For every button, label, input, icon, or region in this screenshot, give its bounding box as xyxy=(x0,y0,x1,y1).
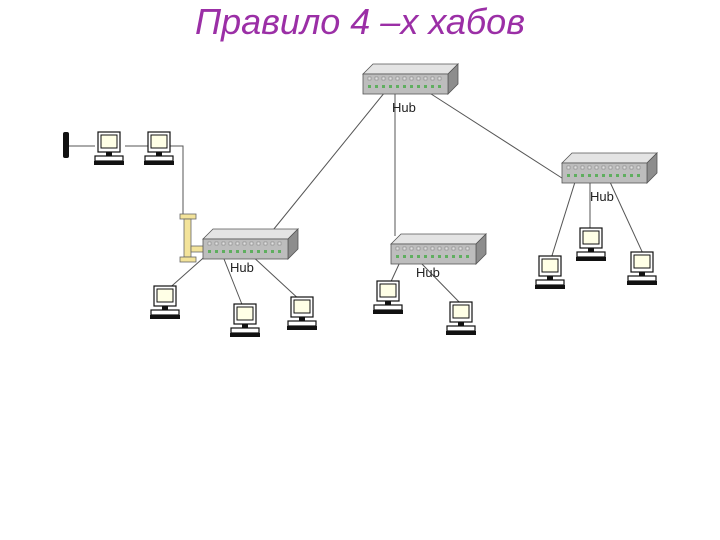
computer-icon xyxy=(372,280,404,315)
cable-left-hub-pc-a xyxy=(164,251,211,293)
cable-right-hub-pc-a xyxy=(549,181,576,263)
hub-icon xyxy=(390,233,487,265)
cable-middle-hub-pc-b xyxy=(419,261,466,309)
computer-icon xyxy=(149,285,181,320)
coax-terminator-icon xyxy=(63,132,69,158)
computer-icon xyxy=(575,227,607,262)
thin-coax-cable xyxy=(125,145,184,215)
computer-icon xyxy=(286,296,318,331)
computer-icon xyxy=(534,255,566,290)
hub-icon xyxy=(202,228,299,260)
computer-icon xyxy=(143,131,175,166)
hub-label: Hub xyxy=(230,260,254,275)
computer-icon xyxy=(626,251,658,286)
computer-icon xyxy=(229,303,261,338)
cable-left-hub-pc-b xyxy=(221,253,246,313)
cables xyxy=(125,91,646,313)
slide-title: Правило 4 –х хабов xyxy=(195,1,525,42)
computer-icon xyxy=(93,131,125,166)
hub-label: Hub xyxy=(590,189,614,204)
cable-top-hub-to-left-hub xyxy=(264,91,386,241)
hub-icon xyxy=(362,63,459,95)
hub-label: Hub xyxy=(392,100,416,115)
hub-label: Hub xyxy=(416,265,440,280)
cable-right-hub-pc-c xyxy=(609,181,646,259)
t-connector-icon xyxy=(179,213,206,263)
hub-icon xyxy=(561,152,658,184)
cable-top-hub-to-right-hub xyxy=(427,91,566,181)
computer-icon xyxy=(445,301,477,336)
cable-left-hub-pc-c xyxy=(249,253,303,303)
